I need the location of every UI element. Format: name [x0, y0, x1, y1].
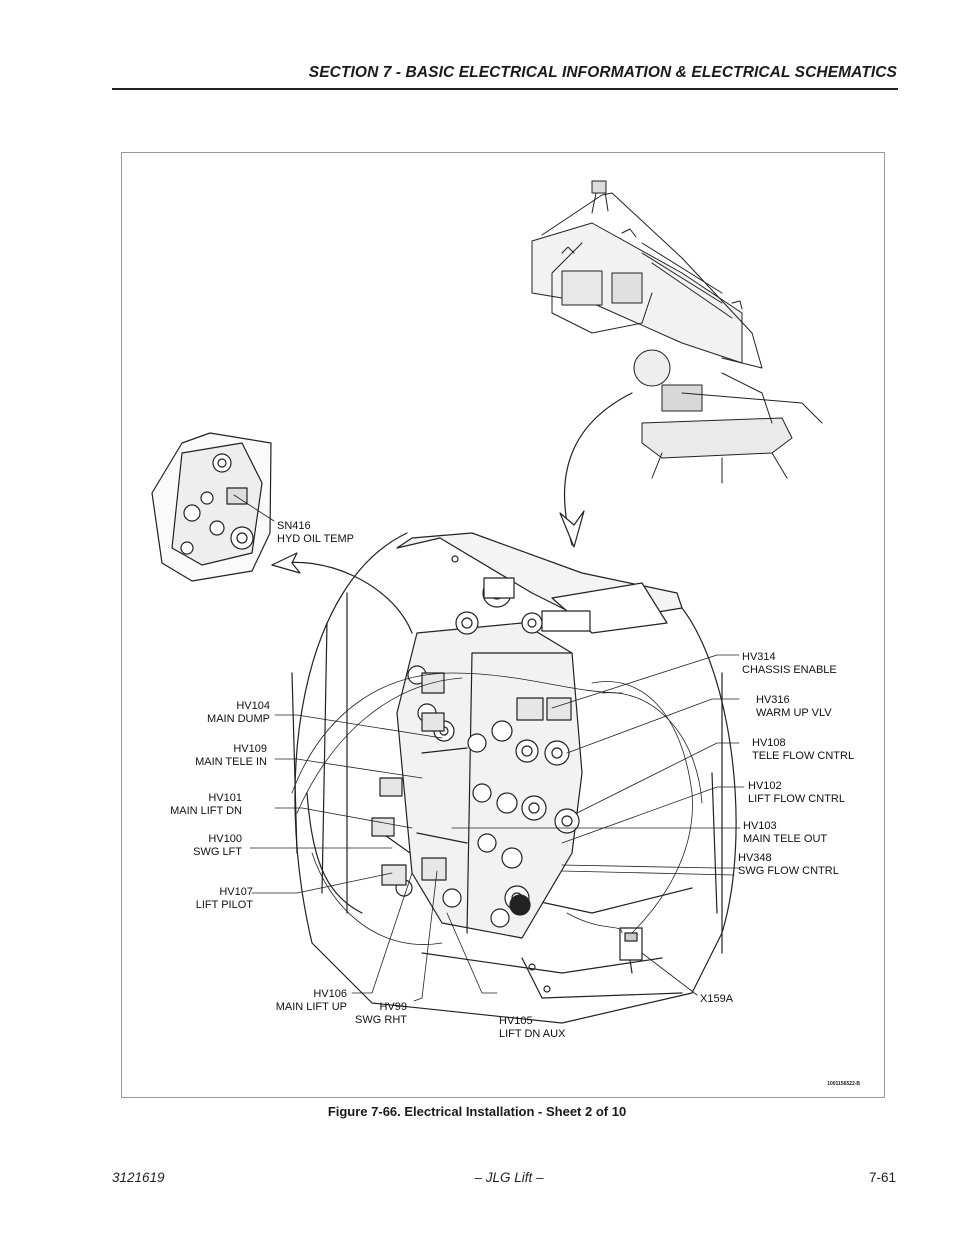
header-divider: [112, 88, 898, 90]
callout-hv106: HV106 MAIN LIFT UP: [275, 988, 347, 1013]
callout-hv108: HV108 TELE FLOW CNTRL: [752, 737, 855, 762]
callout-arrow-overview: [564, 392, 633, 546]
callout-hv107: HV107 LIFT PILOT: [195, 886, 253, 911]
callout-hv348: HV348 SWG FLOW CNTRL: [738, 852, 839, 877]
machine-overview-illustration: [531, 180, 823, 484]
drawing-id: 1001156522-B: [827, 1081, 860, 1087]
valve-block-main-view: [291, 532, 737, 1024]
callout-sn416: SN416 HYD OIL TEMP: [277, 520, 355, 545]
figure-caption: Figure 7-66. Electrical Installation - S…: [327, 1104, 627, 1119]
callout-hv105: HV105 LIFT DN AUX: [499, 1015, 566, 1040]
callout-hv104: HV104 MAIN DUMP: [207, 700, 270, 725]
leader-lines-left: [249, 714, 498, 1002]
callout-hv314: HV314 CHASSIS ENABLE: [742, 651, 837, 676]
callout-hv102: HV102 LIFT FLOW CNTRL: [748, 780, 845, 805]
callout-hv316: HV316 WARM UP VLV: [756, 694, 832, 719]
footer-doc-number: 3121619: [112, 1170, 165, 1185]
callout-x159a: X159A: [700, 993, 734, 1005]
leader-lines-right: [451, 654, 745, 996]
electrical-installation-drawing: [151, 180, 823, 1024]
footer-center-title: – JLG Lift –: [474, 1170, 544, 1185]
sn416-inset-detail: [151, 432, 275, 582]
figure-frame: SN416 HYD OIL TEMP HV314 CHASSIS ENABLE …: [121, 152, 885, 1098]
callout-hv109: HV109 MAIN TELE IN: [195, 743, 267, 768]
callout-hv100: HV100 SWG LFT: [193, 833, 242, 858]
callout-hv99: HV99 SWG RHT: [355, 1001, 407, 1026]
section-header-title: SECTION 7 - BASIC ELECTRICAL INFORMATION…: [308, 64, 897, 81]
callout-hv103: HV103 MAIN TELE OUT: [743, 820, 828, 845]
footer-page-number: 7-61: [868, 1170, 896, 1185]
callout-hv101: HV101 MAIN LIFT DN: [170, 792, 242, 817]
callout-arrow-inset: [271, 561, 413, 634]
